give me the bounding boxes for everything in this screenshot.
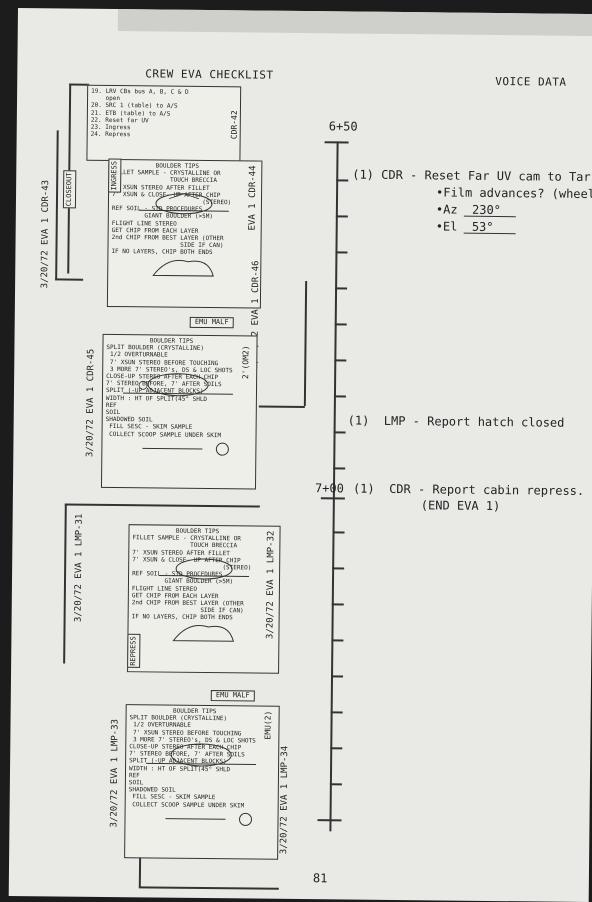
bracket-line	[258, 405, 305, 408]
giant-boulder-sketch	[172, 625, 235, 642]
card-side-label: EVA 1 CDR-44	[247, 165, 259, 231]
reference-soil-sketch	[165, 812, 253, 826]
card-side-label: 3/20/72 EVA 1 LMP-32	[265, 530, 277, 640]
value-underline	[463, 215, 516, 218]
card-side-label: 3/20/72 EVA 1 LMP-31	[73, 513, 85, 623]
card-side-label: CDR-42	[229, 110, 239, 140]
timeline-tick	[317, 819, 342, 821]
page-number: 81	[312, 871, 328, 886]
emu-malf-tab: EMU MALF	[210, 690, 255, 702]
card-line: 24. Repress	[90, 130, 131, 139]
bracket-line	[138, 886, 279, 890]
bracket-line	[63, 503, 67, 664]
timeline-tick	[330, 711, 343, 713]
card-corner-label: EMU(2)	[263, 710, 273, 740]
voice-data-header: VOICE DATA	[495, 75, 567, 89]
voice-entry-cabin-repress: (1) CDR - Report cabin repress.	[352, 481, 585, 498]
emu-malf-tab: EMU MALF	[189, 316, 234, 329]
split-boulder-sketch	[122, 373, 233, 397]
bracket-line	[303, 281, 307, 407]
crew-eva-checklist-header: CREW EVA CHECKLIST	[145, 67, 274, 82]
timeline-label-700: 7+00	[314, 481, 344, 496]
timeline-tick	[333, 467, 346, 469]
value-underline	[463, 232, 516, 235]
card-side-label: 3/20/72 EVA 1 LMP-34	[279, 745, 291, 855]
timeline-label-650: 6+50	[328, 119, 358, 134]
timeline-tick	[333, 395, 346, 397]
timeline-tick	[334, 359, 347, 361]
bracket-line	[55, 278, 84, 281]
timeline-tick	[331, 675, 344, 677]
timeline-tick	[335, 251, 348, 253]
timeline-tick	[333, 431, 346, 433]
bracket-line	[138, 857, 141, 888]
timeline-tick	[336, 179, 349, 181]
timeline-tick	[324, 141, 349, 143]
ingress-tab: INGRESS	[108, 158, 122, 193]
timeline-tick	[331, 603, 344, 605]
voice-entry-reset-uv: (1) CDR - Reset Far UV cam to Tar	[352, 167, 591, 185]
bracket-line	[64, 503, 260, 508]
giant-boulder-sketch	[152, 259, 214, 277]
timeline-tick	[320, 497, 345, 499]
timeline-tick	[331, 639, 344, 641]
timeline-tick	[332, 531, 345, 533]
timeline-tick	[334, 323, 347, 325]
timeline-tick	[335, 287, 348, 289]
card-side-label: 3/20/72 EVA 1 CDR-45	[85, 348, 97, 458]
checklist-page: CREW EVA CHECKLIST VOICE DATA 19. LRV CB…	[8, 8, 592, 902]
voice-entry-film-advances: •Film advances? (wheels	[436, 185, 592, 202]
split-boulder-sketch	[146, 743, 257, 767]
card-side-label: 3/20/72 EVA 1 LMP-33	[109, 719, 121, 828]
voice-entry-end-eva: (END EVA 1)	[420, 498, 501, 514]
timeline-tick	[332, 567, 345, 569]
card-corner-label: 2'(OM2)	[241, 345, 251, 380]
reference-soil-sketch	[142, 442, 229, 456]
voice-entry-hatch-closed: (1) LMP - Report hatch closed	[347, 413, 565, 430]
top-margin-strip	[117, 9, 592, 37]
timeline-tick	[329, 783, 342, 785]
timeline-tick	[335, 215, 348, 217]
timeline-tick	[330, 747, 343, 749]
card-side-label: 3/20/72 EVA 1 CDR-43	[40, 179, 52, 289]
closeout-tab: CLOSEOUT	[62, 170, 77, 209]
fillet-sample-sketch	[159, 558, 250, 580]
fillet-sample-sketch	[138, 193, 229, 215]
repress-tab: REPRESS	[127, 634, 141, 668]
bracket-line	[55, 130, 59, 281]
